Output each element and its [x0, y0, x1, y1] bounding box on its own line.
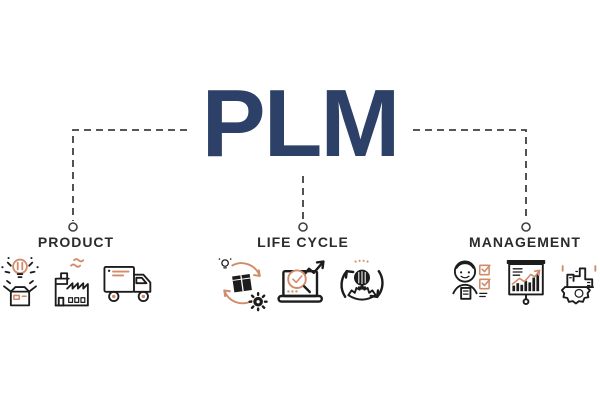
machine-gear-icon — [560, 265, 597, 305]
connector-right-endpoint — [521, 222, 531, 232]
group-life-cycle-icons — [216, 255, 390, 313]
person-checklist-icon — [452, 260, 491, 300]
page-title: PLM — [201, 70, 401, 177]
connector-left — [72, 129, 187, 221]
group-product-icons — [0, 255, 155, 313]
group-life-cycle-label: LIFE CYCLE — [257, 234, 349, 250]
presentation-chart-icon — [506, 260, 546, 305]
idea-box-icon — [1, 256, 39, 307]
group-product-label: PRODUCT — [37, 234, 115, 250]
laptop-analysis-icon — [277, 260, 325, 303]
connector-left-endpoint — [68, 222, 78, 232]
connector-right — [413, 129, 527, 221]
delivery-truck-icon — [103, 265, 152, 303]
factory-icon — [54, 258, 89, 307]
group-management-label: MANAGEMENT — [469, 234, 581, 250]
group-life-cycle: LIFE CYCLE — [205, 234, 401, 313]
innovation-cycle-icon — [340, 259, 384, 301]
package-cycle-icon — [218, 258, 268, 312]
group-management-icons — [447, 255, 600, 313]
connector-center-endpoint — [298, 222, 308, 232]
group-management: MANAGEMENT — [446, 234, 600, 313]
group-product: PRODUCT — [0, 234, 152, 313]
gear-glyph — [248, 292, 268, 312]
